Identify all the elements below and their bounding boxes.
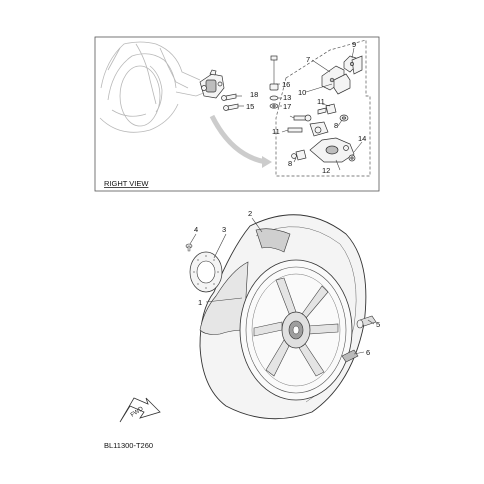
disc-bolt-4 xyxy=(185,243,193,252)
inset-leader-lines xyxy=(236,47,363,171)
callout-9: 9 xyxy=(352,40,356,49)
wheel-rim-1 xyxy=(239,259,353,401)
callout-10: 10 xyxy=(298,88,306,97)
callout-1: 1 xyxy=(198,298,202,307)
callout-11-upper: 11 xyxy=(317,97,325,106)
callout-7: 7 xyxy=(306,55,310,64)
bolt-13 xyxy=(293,114,312,122)
callout-18: 18 xyxy=(250,90,258,99)
detail-frame xyxy=(275,39,371,177)
brake-disc-3 xyxy=(189,251,223,293)
callout-5: 5 xyxy=(376,320,380,329)
diagram-code: BL11300-T260 xyxy=(104,441,153,450)
scooter-body-ghost xyxy=(99,41,207,133)
callout-8-upper: 8 xyxy=(334,121,338,130)
pin-11-lower xyxy=(287,121,329,137)
caliper-body-12-14 xyxy=(309,137,356,163)
pin-11-upper xyxy=(317,103,337,115)
callout-13: 13 xyxy=(283,93,291,102)
callout-16: 16 xyxy=(282,80,290,89)
cap-6 xyxy=(341,349,359,363)
bleeder-8-lower xyxy=(291,149,307,161)
inset-frame xyxy=(94,36,380,192)
bolt-15 xyxy=(223,103,239,111)
callout-4: 4 xyxy=(194,225,198,234)
caliper-assembly xyxy=(199,69,225,99)
inset-right-view: 7 9 16 18 15 13 17 10 11 8 11 14 12 8 RI… xyxy=(94,36,380,192)
callout-12: 12 xyxy=(322,166,330,175)
bolt-18 xyxy=(221,93,237,101)
callout-11-lower: 11 xyxy=(272,127,280,136)
brake-pads-7-10 xyxy=(321,65,351,95)
callout-6: 6 xyxy=(366,348,370,357)
callout-15: 15 xyxy=(246,102,254,111)
callout-2: 2 xyxy=(248,209,252,218)
explode-arrow xyxy=(209,114,267,165)
inset-caption: RIGHT VIEW xyxy=(104,179,149,188)
callout-14: 14 xyxy=(358,134,366,143)
callout-3: 3 xyxy=(222,225,226,234)
callout-17: 17 xyxy=(283,102,291,111)
valve-5 xyxy=(356,315,377,329)
callout-8-lower: 8 xyxy=(288,159,292,168)
rear-wheel-assembly: 2 4 3 1 5 6 xyxy=(185,209,380,420)
pad-spring-9 xyxy=(343,55,363,75)
bleeder-8-upper xyxy=(339,114,349,122)
main-leader-lines xyxy=(189,217,375,355)
fwd-arrow-icon: FWD xyxy=(119,397,161,423)
